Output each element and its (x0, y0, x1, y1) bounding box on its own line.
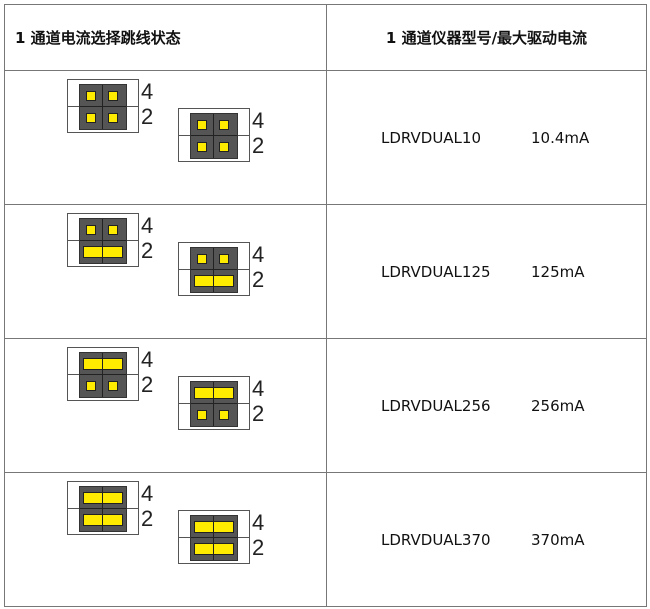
model-name: LDRVDUAL10 (381, 128, 482, 147)
pin (197, 410, 207, 420)
jumper-cap (194, 275, 234, 287)
pin-header (79, 218, 127, 264)
pin-label-2: 2 (252, 401, 265, 426)
pin (197, 120, 207, 130)
pin (86, 225, 96, 235)
pin-header (190, 515, 238, 561)
jumper-block (67, 481, 139, 535)
pin-label-2: 2 (141, 506, 154, 531)
jumper-cap (194, 543, 234, 555)
pin-label-2: 2 (252, 267, 265, 292)
pin (197, 142, 207, 152)
max-current: 370mA (531, 530, 585, 549)
pin-label-4: 4 (252, 376, 265, 401)
model-cell: LDRVDUAL125 125mA (326, 204, 647, 339)
model-name: LDRVDUAL256 (381, 396, 491, 415)
pin-label-4: 4 (252, 510, 265, 535)
pin-label-2: 2 (141, 238, 154, 263)
pin-label-4: 4 (141, 213, 154, 238)
pin-label-2: 2 (252, 535, 265, 560)
pin-label-4: 4 (141, 347, 154, 372)
jumper-block (178, 242, 250, 296)
jumper-block (67, 347, 139, 401)
pin (219, 120, 229, 130)
pin (86, 381, 96, 391)
model-name: LDRVDUAL125 (381, 262, 491, 281)
jumper-block (67, 79, 139, 133)
pin (219, 254, 229, 264)
jumper-cap (83, 492, 123, 504)
header-jumper-state: 1 通道电流选择跳线状态 (4, 4, 327, 71)
jumper-block (178, 376, 250, 430)
pin-label-4: 4 (141, 79, 154, 104)
pin-label-2: 2 (252, 133, 265, 158)
pin-header (190, 381, 238, 427)
jumper-block (67, 213, 139, 267)
pin-header (190, 113, 238, 159)
jumper-cap (83, 358, 123, 370)
pin (108, 91, 118, 101)
jumper-block (178, 108, 250, 162)
max-current: 256mA (531, 396, 585, 415)
pin (86, 91, 96, 101)
pin (108, 225, 118, 235)
pin-label-4: 4 (141, 481, 154, 506)
pin-label-4: 4 (252, 242, 265, 267)
pin (108, 113, 118, 123)
pin (219, 142, 229, 152)
model-cell: LDRVDUAL370 370mA (326, 472, 647, 607)
pin-header (79, 84, 127, 130)
model-cell: LDRVDUAL256 256mA (326, 338, 647, 473)
pin-header (190, 247, 238, 293)
header-row: 1 通道电流选择跳线状态 1 通道仪器型号/最大驱动电流 (4, 4, 647, 71)
pin (197, 254, 207, 264)
pin (219, 410, 229, 420)
pin-header (79, 486, 127, 532)
pin-label-2: 2 (141, 372, 154, 397)
jumper-cap (194, 387, 234, 399)
pin (86, 113, 96, 123)
jumper-cap (83, 246, 123, 258)
jumper-cap (194, 521, 234, 533)
max-current: 10.4mA (531, 128, 590, 147)
jumper-cap (83, 514, 123, 526)
pin-header (79, 352, 127, 398)
jumper-block (178, 510, 250, 564)
pin (108, 381, 118, 391)
pin-label-2: 2 (141, 104, 154, 129)
model-cell: LDRVDUAL10 10.4mA (326, 70, 647, 205)
header-model-current: 1 通道仪器型号/最大驱动电流 (326, 4, 647, 71)
model-name: LDRVDUAL370 (381, 530, 491, 549)
pin-label-4: 4 (252, 108, 265, 133)
max-current: 125mA (531, 262, 585, 281)
